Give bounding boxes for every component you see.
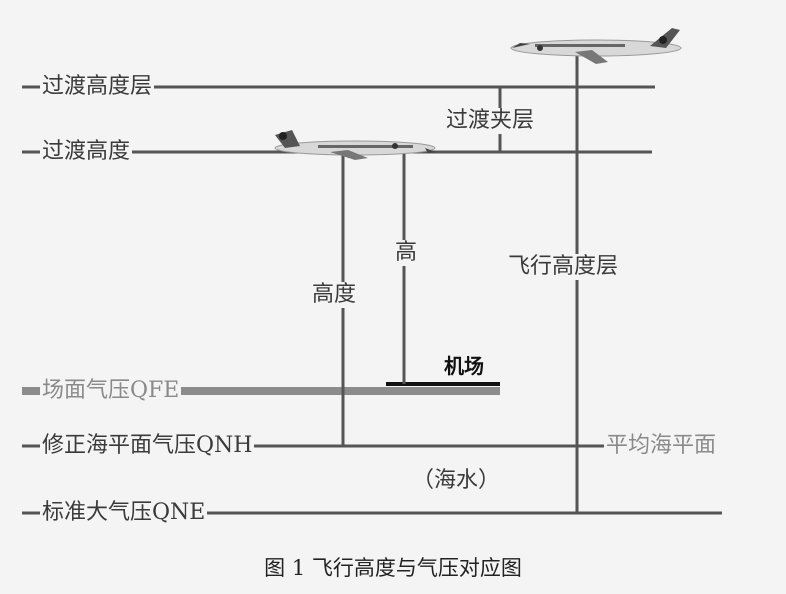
qne-label: 标准大气压QNE bbox=[40, 500, 208, 526]
altitude-label: 高度 bbox=[310, 282, 359, 308]
figure-caption: 图 1 飞行高度与气压对应图 bbox=[264, 556, 522, 580]
airplane-lower-icon bbox=[274, 130, 436, 160]
airplane-upper-icon bbox=[510, 28, 682, 64]
airport-label: 机场 bbox=[444, 354, 484, 378]
qnh-label: 修正海平面气压QNH bbox=[40, 433, 255, 459]
transition-altitude-label: 过渡高度 bbox=[40, 139, 133, 165]
height-label: 高 bbox=[393, 240, 420, 266]
msl-label: 平均海平面 bbox=[604, 433, 719, 459]
sea-water-label: （海水） bbox=[412, 468, 501, 493]
transition-level-label: 过渡高度层 bbox=[40, 74, 155, 100]
flight-level-label: 飞行高度层 bbox=[506, 254, 621, 280]
qfe-label: 场面气压QFE bbox=[40, 378, 182, 404]
transition-layer-label: 过渡夹层 bbox=[444, 108, 537, 134]
